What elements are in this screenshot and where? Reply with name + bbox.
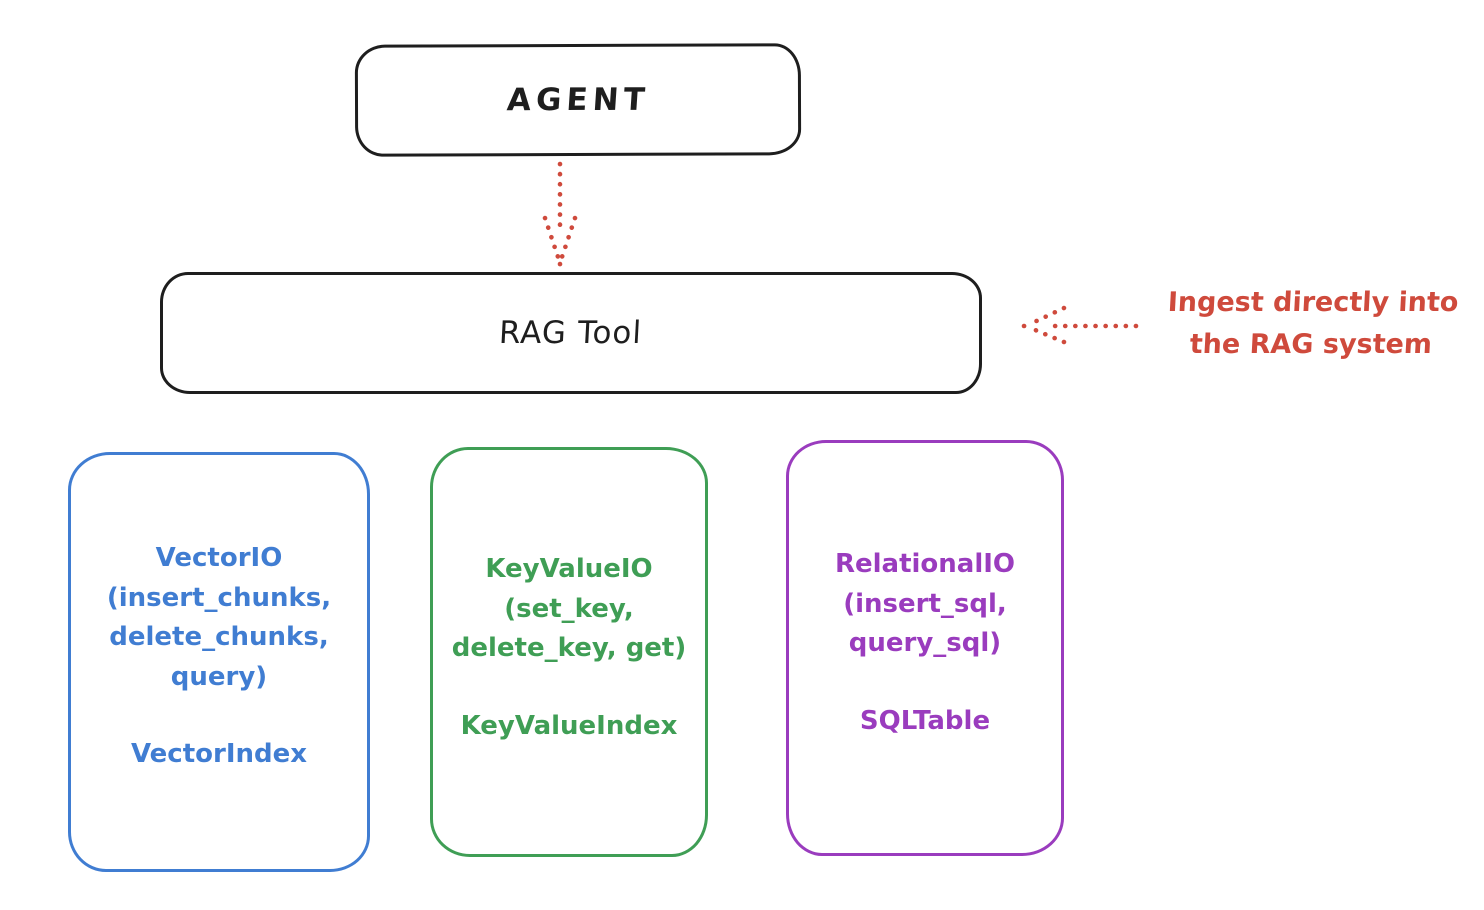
agent-label: AGENT [505,81,651,119]
relational-io-methods: RelationalIO (insert_sql, query_sql) [834,549,1016,659]
keyvalue-io-node: KeyValueIO (set_key, delete_key, get) Ke… [430,447,708,857]
vector-io-node: VectorIO (insert_chunks, delete_chunks, … [68,452,370,872]
keyvalue-io-methods: KeyValueIO (set_key, delete_key, get) [451,554,687,664]
rag-tool-label: RAG Tool [498,315,644,351]
relational-io-node: RelationalIO (insert_sql, query_sql) SQL… [786,440,1064,856]
dotted-arrow-left-icon [1021,305,1139,345]
rag-tool-node: RAG Tool [160,272,982,394]
ingest-annotation: Ingest directly into the RAG system [1167,287,1460,360]
dotted-arrow-down-icon [542,161,578,267]
sql-table-label: SQLTable [859,705,991,736]
keyvalue-index-label: KeyValueIndex [460,710,678,741]
vector-io-methods: VectorIO (insert_chunks, delete_chunks, … [106,543,332,692]
agent-node: AGENT [354,43,802,157]
vector-index-label: VectorIndex [130,739,308,770]
